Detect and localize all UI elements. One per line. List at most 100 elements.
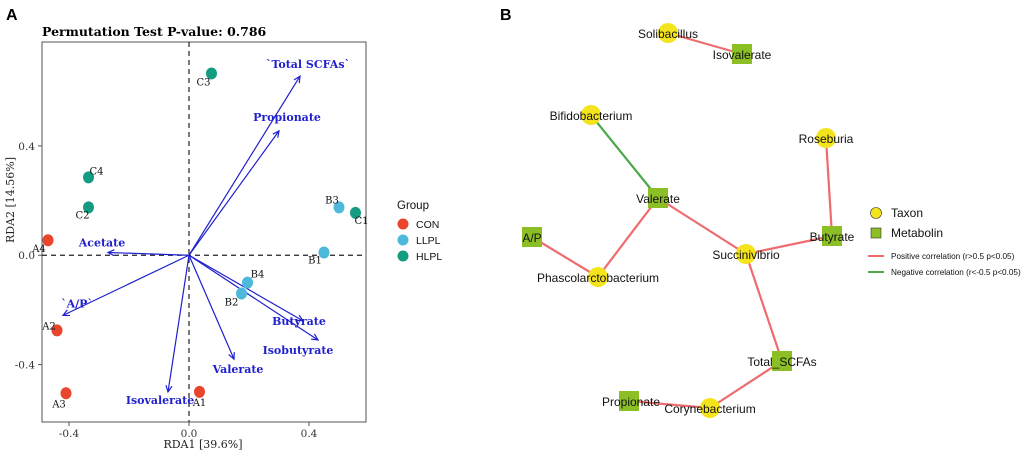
arrow-head <box>310 333 320 341</box>
x-tick-label: 0.4 <box>301 428 318 440</box>
data-point <box>42 234 54 247</box>
legend-swatch <box>397 250 409 262</box>
y-axis-label: RDA2 [14.56%] <box>4 157 17 243</box>
point-label: C2 <box>75 210 89 221</box>
edge-positive <box>628 399 711 410</box>
arrow-head <box>165 385 173 394</box>
metabolin-node <box>619 391 639 411</box>
data-point <box>60 387 72 400</box>
point-label: A3 <box>51 399 66 410</box>
arrow-line <box>188 130 280 256</box>
legend-label: LLPL <box>416 235 441 247</box>
arrow-head <box>106 249 115 257</box>
legend-taxon-swatch <box>870 207 882 219</box>
legend-label: CON <box>416 219 439 231</box>
arrow-line <box>107 251 190 256</box>
node-label: Butyrate <box>810 230 855 244</box>
group-legend: Group CON LLPL HLPL <box>397 200 442 263</box>
arrow-label: Butyrate <box>272 315 326 328</box>
taxon-node <box>736 244 756 264</box>
point-label: B3 <box>325 195 339 206</box>
chart-title: Permutation Test P-value: 0.786 <box>42 24 267 39</box>
arrow-label: Valerate <box>212 363 264 376</box>
edge-positive <box>667 31 743 56</box>
arrow-label: Isobutyrate <box>263 344 334 357</box>
point-label: C3 <box>196 77 210 88</box>
edge-positive <box>824 137 834 237</box>
metabolin-node <box>732 44 752 64</box>
taxon-node <box>658 23 678 43</box>
arrow-line <box>167 255 190 393</box>
arrow-head <box>293 75 301 84</box>
data-point <box>333 201 345 214</box>
arrow-head <box>272 129 280 138</box>
legend-edge-label: Positive correlation (r>0.5 p<0.05) <box>891 252 1015 261</box>
arrow-head <box>61 309 71 317</box>
point-label: A4 <box>31 244 46 255</box>
node-label: Valerate <box>636 192 680 206</box>
point-label: B4 <box>251 270 265 281</box>
data-point <box>51 324 63 337</box>
legend-metabolin-swatch <box>870 227 882 239</box>
legend-swatch <box>397 234 409 246</box>
point-label: C4 <box>89 166 103 177</box>
panel-b-network: B SolibacillusIsovalerateBifidobacterium… <box>500 7 1021 418</box>
data-point <box>83 201 94 214</box>
data-point <box>206 67 217 80</box>
panel-a-rda-plot: A Permutation Test P-value: 0.786 `Total… <box>4 7 442 451</box>
point-label: B2 <box>225 298 239 309</box>
arrow-line <box>188 75 301 256</box>
taxon-node <box>581 105 601 125</box>
edge-negative <box>590 114 659 199</box>
node-label: Total_SCFAs <box>747 355 816 369</box>
arrow-line <box>188 254 235 360</box>
arrow-head <box>295 314 305 322</box>
node-label: Propionate <box>602 395 660 409</box>
x-axis-label: RDA1 [39.6%] <box>163 438 242 451</box>
data-point <box>236 287 247 300</box>
node-label: Succinivibrio <box>712 248 780 262</box>
node-label: Roseburia <box>799 132 854 146</box>
panel-a-label: A <box>6 7 18 24</box>
edge-layer <box>531 31 834 410</box>
metabolin-node <box>648 188 668 208</box>
node-label: Corynebacterium <box>664 402 755 416</box>
data-point <box>194 385 205 398</box>
y-tick-label: 0.4 <box>18 141 35 153</box>
point-label: C1 <box>354 216 368 227</box>
edge-positive <box>745 234 833 256</box>
data-point <box>318 246 330 259</box>
node-label: Phascolarctobacterium <box>537 271 659 285</box>
edge-positive <box>657 197 747 255</box>
taxon-node <box>816 128 836 148</box>
y-tick-label: -0.4 <box>15 360 36 372</box>
x-tick-label: -0.4 <box>59 428 80 440</box>
panel-b-label: B <box>500 7 512 24</box>
node-label: Bifidobacterium <box>550 109 633 123</box>
legend-edge-label: Negative correlation (r<-0.5 p<0.05) <box>891 268 1021 277</box>
data-point <box>350 206 361 219</box>
edge-positive <box>597 197 659 278</box>
legend-title: Group <box>397 200 429 212</box>
point-label: A2 <box>41 321 56 332</box>
arrow-label: Acetate <box>78 237 126 250</box>
metabolin-node <box>772 351 792 371</box>
legend-swatch <box>397 218 409 230</box>
arrow-label: `A/P` <box>61 297 93 310</box>
metabolin-node <box>822 226 842 246</box>
metabolin-node <box>522 227 542 247</box>
arrow-line <box>62 254 190 316</box>
legend-label: HLPL <box>416 251 442 263</box>
arrow-label: Propionate <box>253 111 321 124</box>
edge-positive <box>531 236 599 278</box>
node-layer: SolibacillusIsovalerateBifidobacteriumVa… <box>522 23 855 418</box>
node-label: Isovalerate <box>713 48 772 62</box>
arrow-layer: `Total SCFAs`PropionateButyrateIsobutyra… <box>61 58 350 407</box>
legend-taxon-label: Taxon <box>891 206 923 220</box>
taxon-node <box>588 267 608 287</box>
edge-positive <box>709 360 783 409</box>
